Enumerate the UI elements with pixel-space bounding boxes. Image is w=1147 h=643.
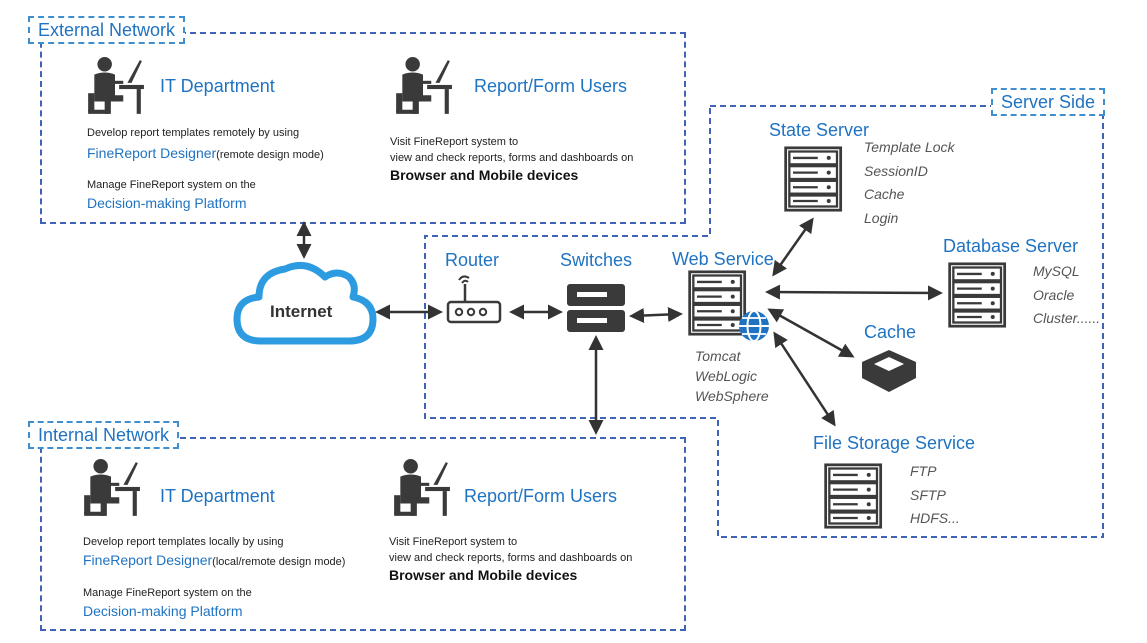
file-storage-title: File Storage Service — [813, 433, 976, 453]
ext-it-line1: Develop report templates remotely by usi… — [87, 127, 300, 139]
internal-network-tag: Internal Network — [28, 421, 180, 449]
switches-label: Switches — [560, 250, 633, 270]
file-storage-item: HDFS... — [910, 510, 960, 526]
state-server-title: State Server — [769, 120, 870, 140]
ext-finereport-designer-link[interactable]: FineReport Designer — [87, 145, 217, 161]
web-to-cache-arrow — [767, 308, 855, 358]
state-server-item: Login — [864, 209, 899, 226]
database-server-item: MySQL — [1033, 263, 1080, 279]
ext-users-line1: Visit FineReport system to — [390, 136, 519, 148]
int-users-title: Report/Form Users — [464, 486, 618, 506]
database-server-item: Oracle — [1033, 286, 1075, 303]
state-server-item: SessionID — [864, 162, 928, 179]
internal-network-zone — [40, 437, 686, 631]
external-network-zone — [40, 32, 686, 224]
int-it-designer-line: FineReport Designer(local/remote design … — [83, 552, 345, 568]
web-to-file-storage-arrow — [773, 331, 836, 427]
ext-designer-mode: (remote design mode) — [216, 149, 324, 161]
int-users-devices: Browser and Mobile devices — [389, 567, 578, 583]
ext-decision-platform-link[interactable]: Decision-making Platform — [87, 195, 247, 211]
globe-icon — [739, 310, 769, 342]
cloud-icon — [233, 261, 377, 345]
database-server-item: Cluster...... — [1033, 310, 1101, 326]
int-users-line2: view and check reports, forms and dashbo… — [389, 552, 633, 564]
int-it-department-title: IT Department — [160, 486, 275, 506]
int-finereport-designer-link[interactable]: FineReport Designer — [83, 552, 213, 568]
ext-it-department-title: IT Department — [160, 76, 275, 96]
state-server-item: Cache — [864, 186, 905, 202]
database-server-title: Database Server — [943, 236, 1079, 256]
file-storage-item: SFTP — [910, 486, 946, 503]
ext-it-designer-line: FineReport Designer(remote design mode) — [87, 145, 324, 161]
internet-label: Internet — [270, 302, 333, 321]
web-to-state-arrow — [772, 217, 814, 277]
web-service-list: Tomcat WebLogic WebSphere — [695, 346, 769, 406]
web-service-label: Web Service — [672, 249, 774, 269]
int-designer-mode: (local/remote design mode) — [212, 556, 346, 568]
web-to-database-arrow — [765, 284, 943, 301]
web-service-item: WebSphere — [695, 388, 769, 404]
cache-title: Cache — [864, 322, 917, 342]
int-it-line1: Develop report templates locally by usin… — [83, 536, 284, 548]
database-server-list: MySQL Oracle Cluster...... — [1033, 260, 1100, 331]
router-label: Router — [445, 250, 500, 270]
ext-users-title: Report/Form Users — [474, 76, 628, 96]
int-users-line1: Visit FineReport system to — [389, 536, 518, 548]
web-service-item: WebLogic — [695, 368, 758, 384]
state-server-item: Template Lock — [864, 139, 955, 155]
file-storage-item: FTP — [910, 463, 937, 479]
ext-it-line2: Manage FineReport system on the — [87, 179, 256, 191]
router-icon — [446, 275, 502, 324]
int-decision-platform-link[interactable]: Decision-making Platform — [83, 603, 243, 619]
state-server-list: Template Lock SessionID Cache Login — [864, 136, 955, 230]
file-storage-list: FTP SFTP HDFS... — [910, 460, 960, 531]
web-service-item: Tomcat — [695, 348, 741, 364]
switch-icon — [567, 284, 625, 332]
cube-icon — [862, 350, 916, 392]
external-network-tag: External Network — [28, 16, 186, 44]
ext-users-devices: Browser and Mobile devices — [390, 167, 579, 183]
server-side-tag: Server Side — [991, 88, 1106, 116]
int-platform-line: Decision-making Platform — [83, 603, 243, 619]
ext-users-line2: view and check reports, forms and dashbo… — [390, 152, 634, 164]
switch-to-web-arrow — [629, 307, 683, 323]
ext-platform-line: Decision-making Platform — [87, 195, 247, 211]
int-it-line2: Manage FineReport system on the — [83, 587, 252, 599]
